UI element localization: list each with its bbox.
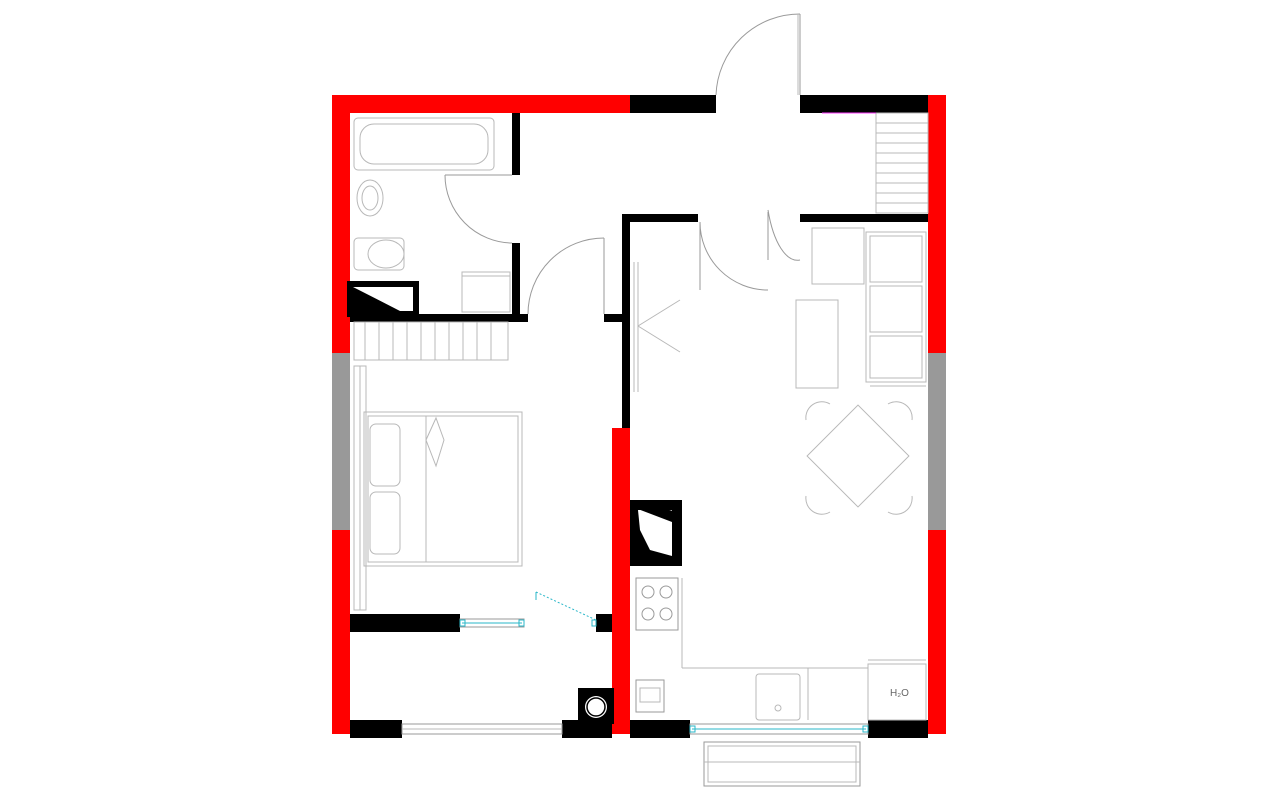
top-wall-segment-2 [800, 95, 928, 113]
chair-4 [887, 495, 913, 515]
bathroom-sink [356, 179, 384, 217]
chair-2 [887, 401, 913, 421]
exterior-wall-center-divider [612, 428, 630, 734]
sofa [865, 231, 927, 383]
living-furniture [795, 227, 927, 515]
water-heater-label: H₂O [890, 688, 909, 699]
living-door-swing-right [767, 209, 801, 261]
stairs-upper [822, 112, 929, 214]
wardrobe-block-frame [347, 281, 419, 317]
windows [401, 618, 869, 735]
exterior-walls [332, 95, 946, 734]
living-door-swing-left [699, 221, 769, 291]
exterior-wall-right-upper [928, 95, 946, 353]
doors [444, 13, 801, 621]
bedroom-bottom-wall-left [350, 614, 460, 632]
pillow-upper [369, 423, 401, 487]
balcony-door-swing [535, 591, 597, 621]
bathtub [353, 117, 495, 171]
bedroom-furniture [353, 365, 523, 611]
bedroom-bottom-wall-right [596, 614, 612, 632]
coffee-table [795, 299, 839, 389]
exterior-wall-left-upper [332, 95, 350, 353]
dining-table [806, 404, 910, 508]
bottom-wall-segment-2 [562, 720, 612, 738]
bathroom-bottom-wall [350, 314, 528, 322]
pillow-lower [369, 491, 401, 555]
cooktop [635, 577, 679, 631]
right-window [928, 353, 946, 530]
hall-wall-stub [604, 314, 628, 322]
bathroom-door-swing [444, 174, 513, 244]
exterior-wall-top-left [332, 95, 630, 113]
living-top-wall-right [800, 214, 928, 222]
water-heater-unit [867, 663, 927, 721]
left-window [332, 353, 350, 530]
interior-walls [347, 95, 928, 738]
stairs-lower [353, 321, 509, 361]
boiler-icon [578, 688, 614, 724]
double-bed [363, 411, 523, 567]
exterior-wall-left-lower [332, 530, 350, 734]
exterior-wall-right-lower [928, 530, 946, 734]
bathroom-fixtures [353, 117, 511, 313]
bottom-wall-segment-3 [630, 720, 690, 738]
bathroom-right-wall-bottom [512, 243, 520, 321]
kitchen-sink [755, 673, 801, 721]
bedroom-door-swing [527, 237, 605, 315]
chair-3 [805, 495, 831, 515]
kitchen: H₂O [635, 577, 927, 721]
chair-1 [805, 401, 831, 421]
bottom-wall-segment-4 [868, 720, 928, 738]
bottom-wall-segment-1 [350, 720, 402, 738]
side-windows [332, 353, 946, 530]
wardrobe-corner-fill [353, 287, 400, 311]
top-wall-segment-1 [630, 95, 716, 113]
balcony [703, 741, 861, 787]
living-left-wall [622, 214, 630, 428]
bathroom-right-wall-top [512, 113, 520, 175]
chimney-column [630, 500, 682, 566]
oven [635, 679, 665, 713]
living-top-wall-left [622, 214, 698, 222]
entrance-door-swing [715, 13, 801, 96]
